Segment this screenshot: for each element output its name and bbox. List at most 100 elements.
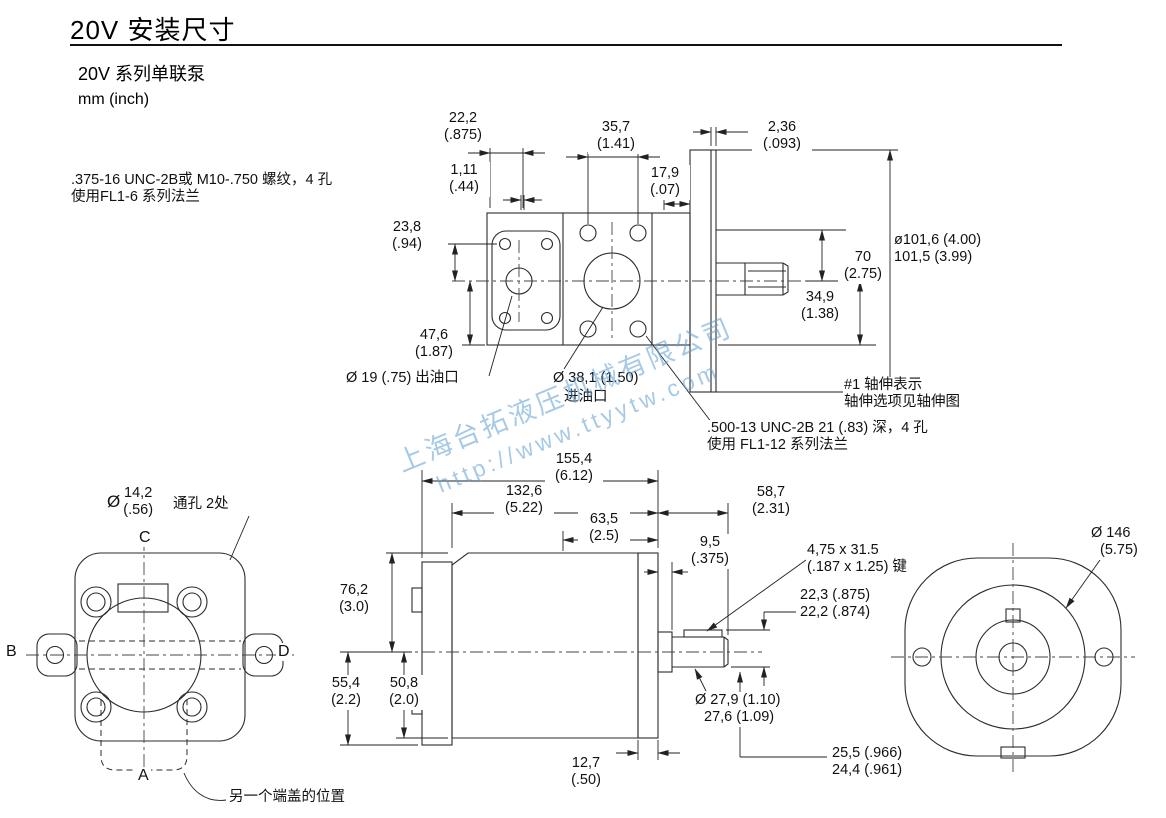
- dim-value-mm: 50,8: [389, 675, 419, 691]
- note-line: (.187 x 1.25) 键: [807, 559, 907, 576]
- dim-55-4: 55,4 (2.2): [322, 675, 370, 710]
- dim-value-inch: (5.22): [505, 500, 543, 517]
- dim-value-line: 101,5 (3.99): [894, 249, 973, 266]
- left-end-view-centerlines: [26, 538, 294, 784]
- dim-value-line: 24,4 (.961): [832, 762, 903, 779]
- left-end-view-hidden-lines: [79, 640, 241, 771]
- view-marker-d: D: [276, 643, 292, 661]
- dim-76-2: 76,2 (3.0): [330, 582, 378, 617]
- dim-value-mm: 17,9: [650, 165, 680, 181]
- dim-50-8: 50,8 (2.0): [380, 675, 428, 710]
- dim-12-7: 12,7 (.50): [560, 755, 612, 790]
- dim-value-inch: (1.38): [801, 306, 839, 323]
- dim-25-5: 25,5 (.966) 24,4 (.961): [831, 745, 904, 780]
- dim-value-mm: 12,7: [571, 755, 601, 771]
- dim-value-mm: 76,2: [339, 582, 369, 598]
- dim-value-mm: 34,9: [805, 289, 835, 305]
- right-end-view-centerlines: [891, 543, 1135, 772]
- dim-value-inch: (.07): [650, 182, 680, 199]
- dim-value-inch: (1.87): [415, 344, 453, 361]
- dim-value-line: 22,2 (.874): [800, 604, 871, 621]
- dim-value-line: Ø 27,9 (1.10): [695, 692, 781, 708]
- dim-value-line: (5.75): [1100, 542, 1138, 559]
- dim-22-3: 22,3 (.875) 22,2 (.874): [799, 587, 872, 622]
- note-mounting-thread-front: .375-16 UNC-2B或 M10-.750 螺纹，4 孔 使用FL1-6 …: [70, 172, 334, 207]
- dim-value-mm: 63,5: [589, 511, 619, 527]
- dim-58-7: 58,7 (2.31): [744, 484, 798, 519]
- view-marker-c: C: [137, 529, 153, 547]
- page-title: 20V 安装尺寸: [70, 15, 236, 45]
- dim-value-inch: (2.0): [389, 692, 419, 709]
- dim-value-inch: (2.31): [752, 501, 790, 518]
- note-line: .375-16 UNC-2B或 M10-.750 螺纹，4 孔: [71, 172, 333, 188]
- dim-value-inch: (3.0): [339, 599, 369, 616]
- front-view-centerlines: [452, 222, 806, 340]
- note-line: 使用 FL1-12 系列法兰: [707, 437, 848, 454]
- dim-63-5: 63,5 (2.5): [578, 511, 630, 546]
- dim-value-mm: 23,8: [392, 219, 422, 235]
- dim-132-6: 132,6 (5.22): [494, 483, 554, 518]
- dim-value-inch: (6.12): [555, 468, 593, 485]
- dim-value-mm: 9,5: [699, 534, 721, 550]
- dim-value-line: 27,6 (1.09): [704, 709, 775, 726]
- diameter-symbol: Ø: [107, 492, 121, 512]
- dim-146: Ø 146 (5.75): [1090, 525, 1139, 560]
- label-inlet-diameter: Ø 38,1 (1.50): [552, 370, 640, 388]
- dim-value-inch: (.94): [392, 236, 422, 253]
- dim-155-4: 155,4 (6.12): [545, 451, 603, 486]
- dim-value-line: 25,5 (.966): [832, 745, 903, 761]
- dim-value-inch: (.093): [763, 136, 801, 153]
- dim-value-mm: 2,36: [767, 119, 797, 135]
- dim-47-6: 47,6 (1.87): [408, 327, 460, 362]
- dim-value-line: ø101,6 (4.00): [894, 232, 982, 248]
- dim-value-inch: (.875): [444, 127, 482, 144]
- note-shaft-extension: #1 轴伸表示 轴伸选项见轴伸图: [843, 377, 961, 412]
- dim-value-mm: 14,2: [124, 485, 153, 501]
- dim-70: 70 (2.75): [838, 249, 888, 284]
- dim-value-mm: 132,6: [505, 483, 543, 499]
- front-view-linework: [486, 149, 789, 393]
- dim-23-8: 23,8 (.94): [382, 219, 432, 254]
- series-subtitle: 20V 系列单联泵: [78, 64, 206, 84]
- dim-value-inch: (2.5): [589, 528, 619, 545]
- dim-value-mm: 55,4: [331, 675, 361, 691]
- dim-value-mm: 58,7: [756, 484, 786, 500]
- dim-2-36: 2,36 (.093): [752, 119, 812, 154]
- note-line: 使用FL1-6 系列法兰: [71, 189, 200, 206]
- note-mounting-thread-rear: .500-13 UNC-2B 21 (.83) 深，4 孔 使用 FL1-12 …: [706, 420, 929, 455]
- front-view-dimensions: [448, 127, 898, 424]
- dim-value-mm: 1,11: [450, 162, 478, 178]
- side-view-linework: [411, 552, 729, 746]
- dim-value-inch: (2.75): [844, 266, 882, 283]
- left-end-view-linework: [36, 552, 284, 742]
- dim-value-inch: (.50): [571, 772, 601, 789]
- units-label: mm (inch): [78, 91, 150, 108]
- view-marker-b: B: [4, 643, 19, 661]
- dim-value-inch: (.375): [691, 551, 729, 568]
- note-alternate-end-cover: 另一个端盖的位置: [228, 789, 346, 807]
- note-line: #1 轴伸表示: [844, 377, 923, 393]
- label-outlet-port: Ø 19 (.75) 出油口: [345, 370, 460, 388]
- dim-value-inch: (.44): [449, 179, 479, 196]
- dim-pilot-diameter: ø101,6 (4.00) 101,5 (3.99): [893, 232, 983, 267]
- dim-22-2: 22,2 (.875): [436, 110, 490, 145]
- dim-value-mm: 70: [854, 249, 872, 265]
- note-shaft-key: 4,75 x 31.5 (.187 x 1.25) 键: [806, 542, 908, 577]
- dim-value-inch: (.56): [123, 502, 154, 519]
- dim-value-inch: (1.41): [597, 136, 635, 153]
- title-rule: [70, 44, 1062, 46]
- dim-17-9: 17,9 (.07): [640, 165, 690, 200]
- note-line: .500-13 UNC-2B 21 (.83) 深，4 孔: [707, 420, 928, 436]
- dim-value-mm: 35,7: [601, 119, 631, 135]
- dim-34-9: 34,9 (1.38): [793, 289, 847, 324]
- dim-value-mm: 47,6: [419, 327, 449, 343]
- label-inlet-port: 进油口: [563, 389, 609, 407]
- view-marker-a: A: [136, 767, 151, 785]
- dim-value-mm: 22,2: [448, 110, 478, 126]
- dim-1-11: 1,11 (.44): [438, 162, 490, 197]
- dim-value-line: Ø 146: [1091, 525, 1131, 541]
- dim-value-line: 22,3 (.875): [800, 587, 871, 603]
